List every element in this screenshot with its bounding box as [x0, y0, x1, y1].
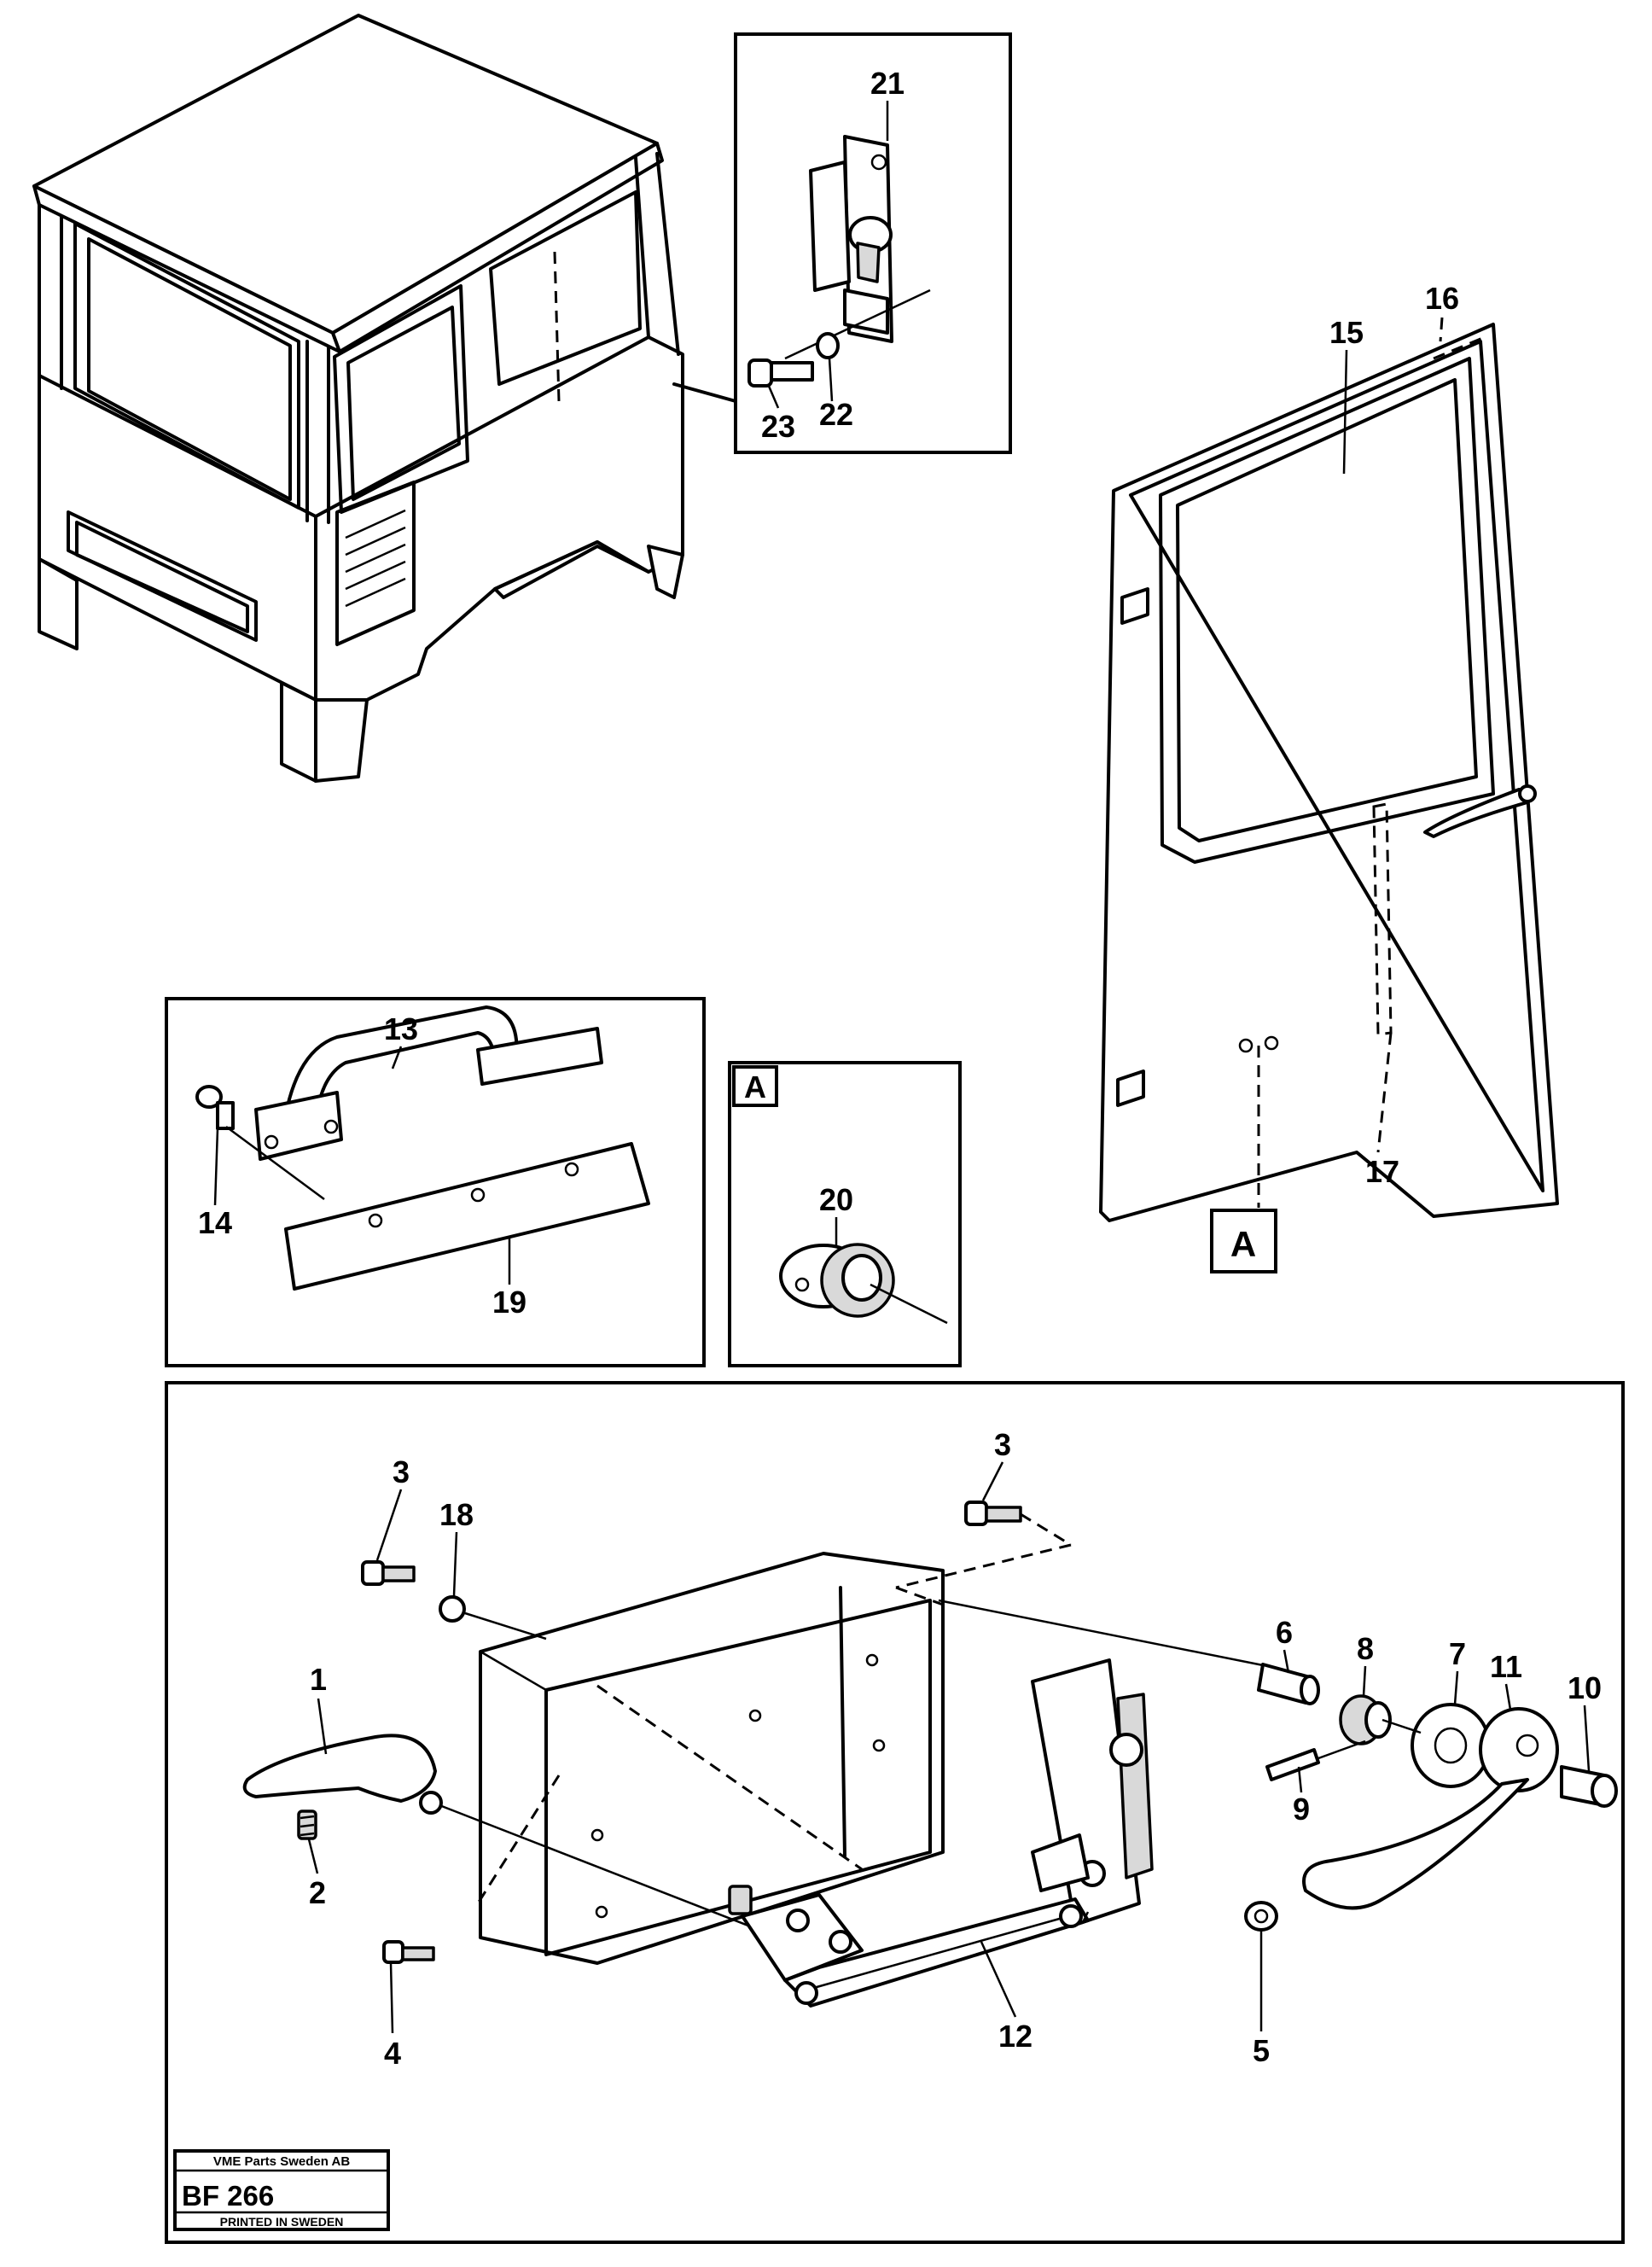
lock-mechanism-illustration	[242, 1501, 1618, 2008]
callout-13: 13	[384, 1011, 418, 1046]
callout-1: 1	[310, 1662, 327, 1697]
callout-12: 12	[998, 2019, 1032, 2054]
callout-7: 7	[1449, 1636, 1466, 1671]
callout-4: 4	[384, 2036, 401, 2071]
latch-plate-illustration	[809, 135, 893, 343]
latch-plate-detail-frame	[734, 32, 1012, 454]
screw-14-illustration	[195, 1085, 235, 1130]
callout-20: 20	[819, 1182, 853, 1217]
title-block-code: BF 266	[182, 2180, 274, 2212]
washer-18-illustration	[439, 1595, 466, 1623]
callout-2: 2	[309, 1875, 326, 1910]
callout-10: 10	[1568, 1670, 1602, 1705]
cab-illustration	[32, 14, 684, 783]
callout-11: 11	[1490, 1649, 1522, 1684]
callout-8: 8	[1357, 1631, 1374, 1666]
detail-a-label: A	[744, 1069, 766, 1104]
callout-5: 5	[1253, 2033, 1270, 2068]
detail-a: A 20	[728, 1061, 962, 1367]
title-block: VME Parts Sweden AB BF 266 PRINTED IN SW…	[173, 2149, 390, 2231]
door-detail-marker-box	[1210, 1209, 1277, 1273]
callout-16: 16	[1425, 281, 1459, 316]
pin-6-illustration	[1257, 1663, 1320, 1705]
outer-handle-11-illustration	[1302, 1707, 1559, 1910]
bushing-illustration	[779, 1243, 895, 1318]
callout-3-left: 3	[393, 1454, 410, 1489]
screw-3-right-illustration	[964, 1501, 1022, 1526]
pin-9-illustration	[1265, 1748, 1320, 1781]
callout-3-right: 3	[994, 1427, 1011, 1462]
callout-9: 9	[1293, 1792, 1310, 1827]
door-detail-label: A	[1230, 1224, 1256, 1264]
lock-mechanism-frame	[165, 1381, 1625, 2244]
callout-19: 19	[492, 1285, 526, 1320]
title-block-printed: PRINTED IN SWEDEN	[220, 2215, 344, 2229]
callout-6: 6	[1276, 1615, 1293, 1650]
title-block-frame	[173, 2149, 390, 2231]
callout-17: 17	[1365, 1154, 1399, 1189]
bolt-23-illustration	[747, 358, 814, 388]
detail-a-frame	[728, 1061, 962, 1367]
callout-14: 14	[198, 1205, 232, 1240]
rosette-7-illustration	[1411, 1703, 1491, 1788]
handle-illustration	[254, 1005, 650, 1291]
title-block-company: VME Parts Sweden AB	[213, 2154, 350, 2169]
door-illustration	[1099, 323, 1559, 1222]
latch-plate-detail: 21 22 23	[672, 32, 1012, 454]
grab-handle-detail: 13 14 19	[165, 997, 706, 1367]
callout-18: 18	[439, 1497, 474, 1532]
callout-23: 23	[761, 409, 795, 444]
callout-15: 15	[1329, 315, 1364, 350]
screw-2-illustration	[297, 1810, 317, 1840]
screw-4-illustration	[382, 1940, 435, 1964]
screw-3-left-illustration	[361, 1560, 416, 1586]
grab-handle-detail-frame	[165, 997, 706, 1367]
callout-21: 21	[870, 66, 905, 101]
cylinder-10-illustration	[1560, 1765, 1618, 1808]
washer-5-illustration	[1244, 1901, 1278, 1932]
callout-22: 22	[819, 397, 853, 432]
washer-22-illustration	[816, 332, 840, 359]
detail-a-marker-box	[732, 1065, 778, 1107]
